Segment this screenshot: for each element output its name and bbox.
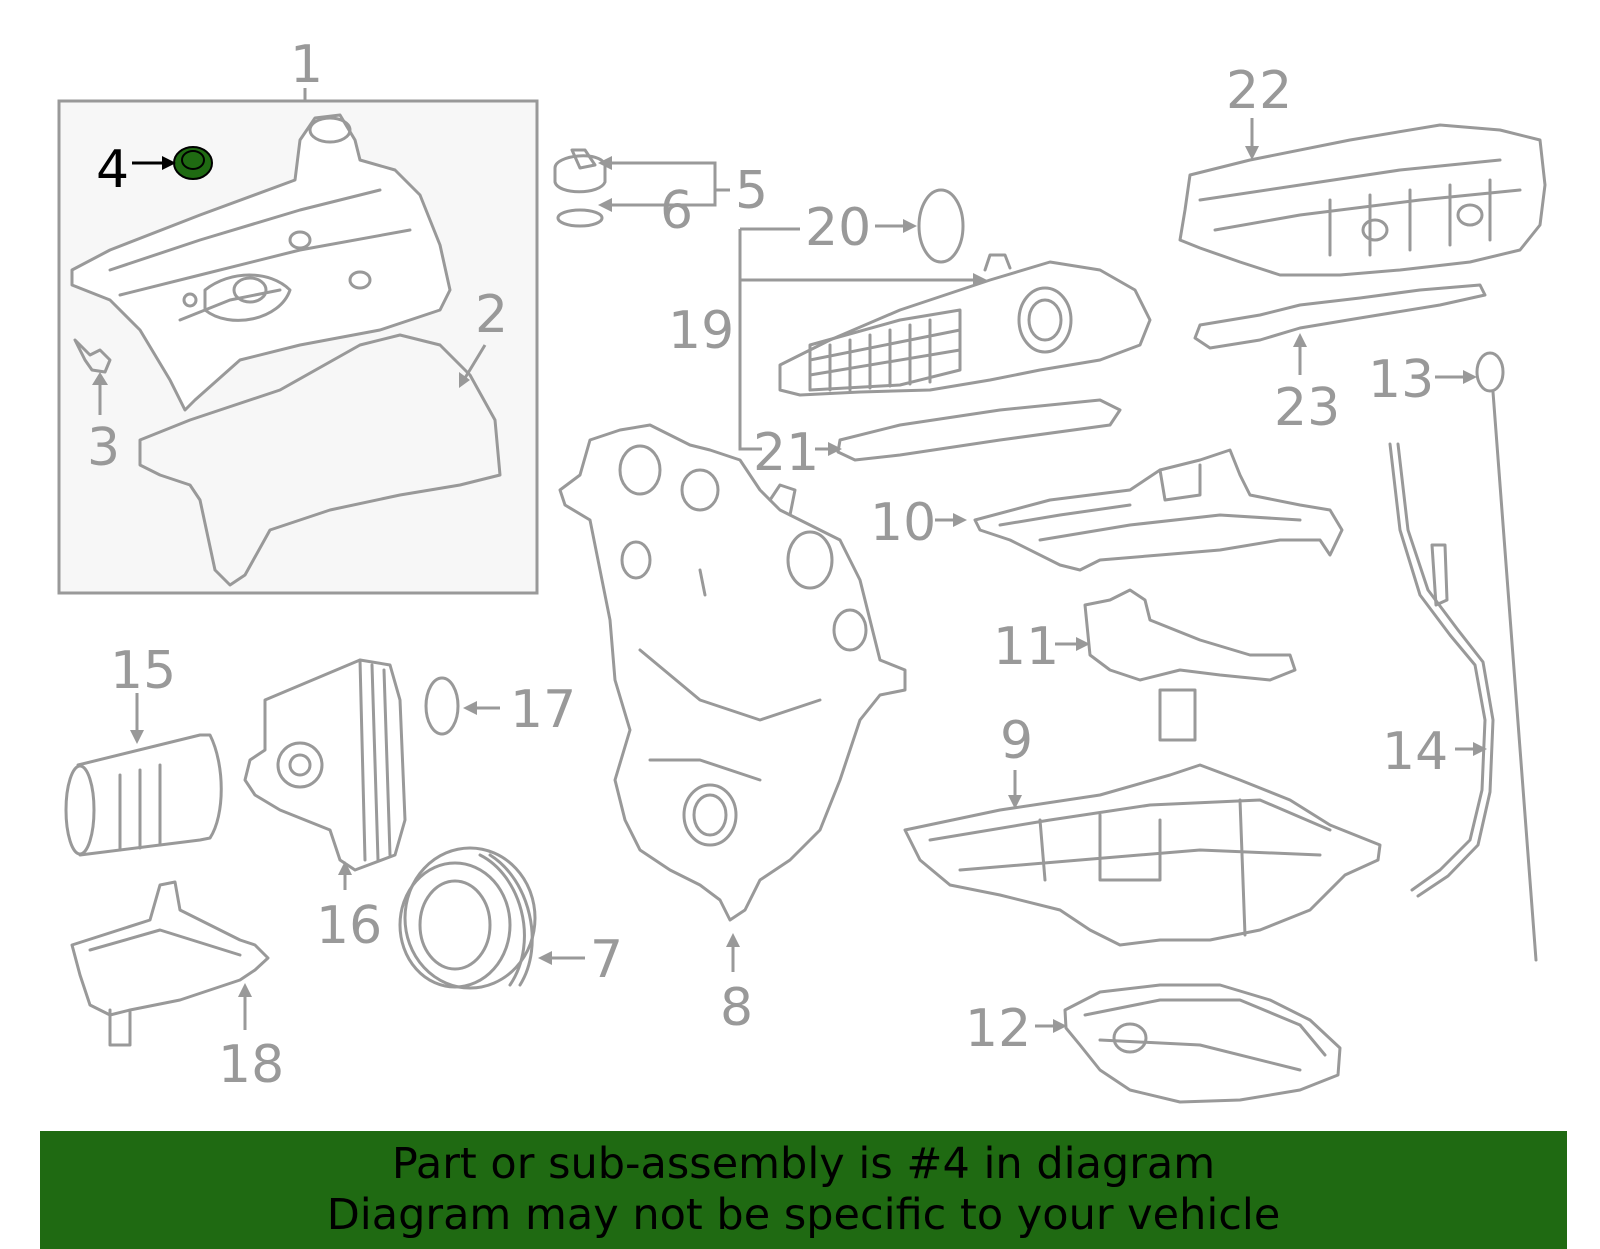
callout-4: 4 xyxy=(96,140,129,200)
callout-17: 17 xyxy=(510,680,576,740)
callout-12: 12 xyxy=(965,999,1031,1059)
callout-16: 16 xyxy=(316,896,382,956)
crank-pulley-part-7[interactable] xyxy=(398,846,537,990)
intake-plenum-part-22[interactable] xyxy=(1178,123,1547,277)
callout-19: 19 xyxy=(668,301,734,361)
callout-20: 20 xyxy=(805,198,871,258)
plenum-gasket-part-23[interactable] xyxy=(1193,283,1487,350)
seal-part-4[interactable] xyxy=(173,146,213,180)
bracket-part-18[interactable] xyxy=(70,880,270,1047)
callout-7: 7 xyxy=(590,930,623,990)
oil-cooler-part-16[interactable] xyxy=(243,658,407,872)
callout-9: 9 xyxy=(1000,711,1033,771)
oil-pan-part-9[interactable] xyxy=(903,763,1382,947)
callout-22: 22 xyxy=(1226,61,1292,121)
callout-23: 23 xyxy=(1274,378,1340,438)
callout-11: 11 xyxy=(993,617,1059,677)
banner-line-1: Part or sub-assembly is #4 in diagram xyxy=(391,1139,1216,1189)
callout-14: 14 xyxy=(1382,722,1448,782)
callout-8: 8 xyxy=(720,978,753,1038)
callout-1: 1 xyxy=(290,35,323,95)
dipstick-part-13[interactable] xyxy=(1475,351,1538,962)
info-banner: Part or sub-assembly is #4 in diagram Di… xyxy=(40,1131,1567,1249)
valve-cover-part-1[interactable] xyxy=(70,113,452,412)
oil-filter-part-15[interactable] xyxy=(64,733,223,857)
lower-oil-pan-part-12[interactable] xyxy=(1063,983,1342,1104)
timing-cover-part-8[interactable] xyxy=(558,423,907,922)
o-ring-part-20[interactable] xyxy=(917,188,965,264)
callout-5: 5 xyxy=(735,161,768,221)
valve-cover-gasket-part-2[interactable] xyxy=(138,333,502,587)
callout-6: 6 xyxy=(660,181,693,241)
callout-2: 2 xyxy=(475,285,508,345)
manifold-gasket-part-21[interactable] xyxy=(836,398,1122,462)
oil-baffle-part-10[interactable] xyxy=(973,448,1344,572)
callout-18: 18 xyxy=(218,1035,284,1095)
callout-3: 3 xyxy=(87,418,120,478)
callout-15: 15 xyxy=(110,641,176,701)
cap-gasket-part-6[interactable] xyxy=(556,208,604,228)
intake-manifold-part-19[interactable] xyxy=(778,253,1152,397)
grommet-part-3[interactable] xyxy=(73,338,112,374)
callout-13: 13 xyxy=(1368,350,1434,410)
oil-filler-cap-part-5[interactable] xyxy=(553,154,607,194)
banner-line-2: Diagram may not be specific to your vehi… xyxy=(326,1190,1281,1240)
o-ring-part-17[interactable] xyxy=(424,676,460,736)
callout-10: 10 xyxy=(870,493,936,553)
callout-21: 21 xyxy=(753,423,819,483)
dipstick-tube-part-14[interactable] xyxy=(1388,442,1495,898)
oil-pickup-part-11[interactable] xyxy=(1083,588,1297,742)
